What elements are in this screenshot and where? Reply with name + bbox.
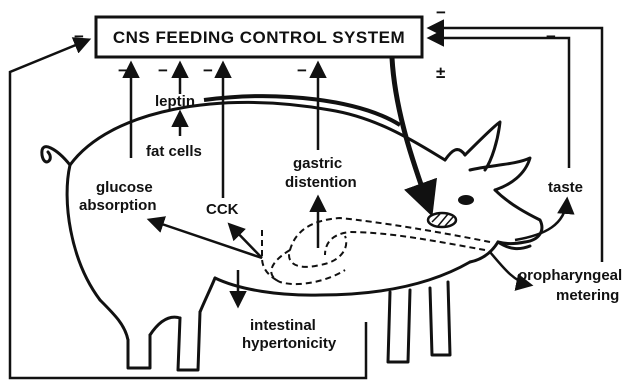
label-absorption: absorption xyxy=(79,197,157,214)
sign-right: − xyxy=(546,27,556,46)
label-metering: metering xyxy=(556,287,619,304)
sign-cck: − xyxy=(203,61,213,80)
label-oropharyngeal: oropharyngeal xyxy=(518,267,622,284)
sign-left: − xyxy=(74,27,84,46)
label-taste: taste xyxy=(548,179,583,196)
label-intestinal: intestinal xyxy=(250,317,316,334)
sign-leptin-right: − xyxy=(158,61,168,80)
sign-leptin-left: − xyxy=(118,61,128,80)
gi-tract xyxy=(262,218,490,284)
label-hypertonicity: hypertonicity xyxy=(242,335,337,352)
label-fat-cells: fat cells xyxy=(146,143,202,160)
pig-eye xyxy=(458,195,474,205)
sign-taste: ± xyxy=(436,63,445,82)
sign-top-right: − xyxy=(436,3,446,22)
oro-arrow xyxy=(430,28,602,262)
mouth-target xyxy=(428,213,456,227)
cns-title: CNS FEEDING CONTROL SYSTEM xyxy=(113,28,405,47)
label-gastric: gastric xyxy=(293,155,342,172)
label-distention: distention xyxy=(285,174,357,191)
label-cck: CCK xyxy=(206,201,239,218)
taste-arrow xyxy=(430,38,569,168)
label-leptin: leptin xyxy=(155,93,195,110)
sign-gastric: − xyxy=(297,61,307,80)
label-glucose: glucose xyxy=(96,179,153,196)
